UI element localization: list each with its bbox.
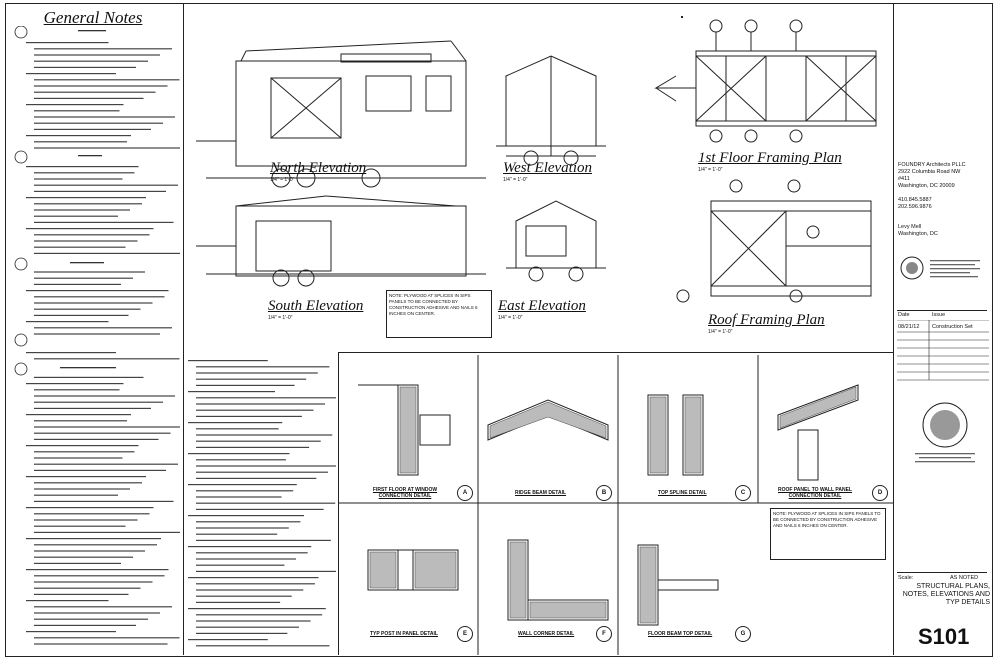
issue-header: Issue [932,312,946,318]
title-block-sheet-top [897,572,987,573]
structural-notes-continued [188,360,336,647]
detail-plywood-note: NOTE: PLYWOOD AT SPLICES IN SIPS PANELS … [770,508,886,560]
sheet-title: STRUCTURAL PLANS, NOTES, ELEVATIONS AND … [902,583,990,606]
east-elevation-scale: 1/4" = 1'-0" [498,315,523,321]
sheet-number: S101 [918,624,970,649]
notes-divider [183,3,184,655]
details-grid [338,355,893,655]
title-block-divider [893,3,894,655]
west-elevation-scale: 1/4" = 1'-0" [503,177,528,183]
client-city: Washington, DC [898,231,938,237]
scale-value: AS NOTED [950,575,979,581]
detail-a-marker: A [457,485,473,501]
detail-a-label: FIRST FLOOR AT WINDOW CONNECTION DETAIL [372,487,438,499]
detail-e-marker: E [457,626,473,642]
revision-date: 08/21/12 [898,324,920,330]
firm-phone-2: 202.596.9876 [898,204,932,210]
north-elevation-title: North Elevation [270,160,367,176]
north-elevation-scale: 1/4" = 1'-0" [270,177,295,183]
engineer-stamp [900,256,980,280]
client-name: Levy Mell [898,224,922,230]
sheet-border [5,3,993,657]
detail-c-marker: C [735,485,751,501]
detail-d-marker: D [872,485,888,501]
roof-plan-title: Roof Framing Plan [708,312,825,328]
detail-g-marker: G [735,626,751,642]
firm-phone-1: 410.845.5887 [898,197,932,203]
notes-title: General Notes [43,8,143,27]
plywood-note: NOTE: PLYWOOD AT SPLICES IN SIPS PANELS … [386,290,492,338]
firm-address-2: #411 [898,176,910,182]
detail-g-label: FLOOR BEAM TOP DETAIL [648,631,713,637]
detail-b-label: RIDGE BEAM DETAIL [515,490,567,496]
general-notes: General Notes [8,6,178,652]
first-floor-plan-title: 1st Floor Framing Plan [698,150,842,166]
details-divider [338,352,893,353]
detail-e-label: TYP POST IN PANEL DETAIL [370,631,438,637]
revision-issue: Construction Set [932,324,973,330]
detail-b-marker: B [596,485,612,501]
detail-c-label: TOP SPLINE DETAIL [658,490,707,496]
scale-label: Scale: [898,575,914,581]
detail-f-label: WALL CORNER DETAIL [518,631,575,637]
notes-text-lines [14,26,180,645]
architect-seal [915,402,975,463]
detail-d-label: ROOF PANEL TO WALL PANEL CONNECTION DETA… [778,487,852,499]
firm-address-3: Washington, DC 20009 [898,183,955,189]
firm-name: FOUNDRY Architects PLLC [898,162,966,168]
date-header: Date [898,312,910,318]
south-elevation-scale: 1/4" = 1'-0" [268,315,293,321]
elevations-area [196,16,877,303]
detail-f-marker: F [596,626,612,642]
revision-table-top [897,310,987,311]
west-elevation-title: West Elevation [503,160,593,176]
revision-table-lines [897,320,989,381]
first-floor-plan-scale: 1/4" = 1'-0" [698,167,723,173]
roof-plan-scale: 1/4" = 1'-0" [708,329,733,335]
firm-address-1: 2922 Columbia Road NW [898,169,961,175]
south-elevation-title: South Elevation [268,298,364,314]
east-elevation-title: East Elevation [498,298,586,314]
